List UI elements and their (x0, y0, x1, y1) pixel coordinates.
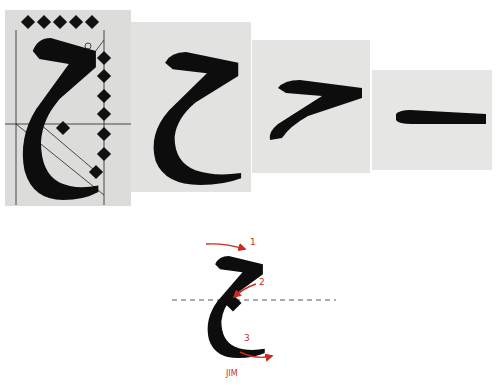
callout-number: 3 (244, 334, 250, 343)
callout-number: 2 (259, 278, 265, 287)
photo-panel (5, 10, 131, 206)
baseline (172, 300, 336, 301)
guide-lines (5, 30, 131, 205)
stroke-head (270, 80, 362, 140)
diagram-panel (170, 233, 338, 383)
letter-name: JIM (226, 370, 238, 378)
letter-hah (154, 52, 242, 185)
callout-number: 1 (250, 238, 256, 247)
letter-jim (208, 256, 265, 358)
photo-panel (372, 70, 492, 170)
letter-dot (225, 295, 242, 312)
letter-jim (23, 38, 99, 200)
photo-panel (252, 40, 370, 173)
stroke-start (396, 110, 486, 124)
stroke-arrows (206, 244, 272, 357)
photo-panel (131, 22, 251, 192)
